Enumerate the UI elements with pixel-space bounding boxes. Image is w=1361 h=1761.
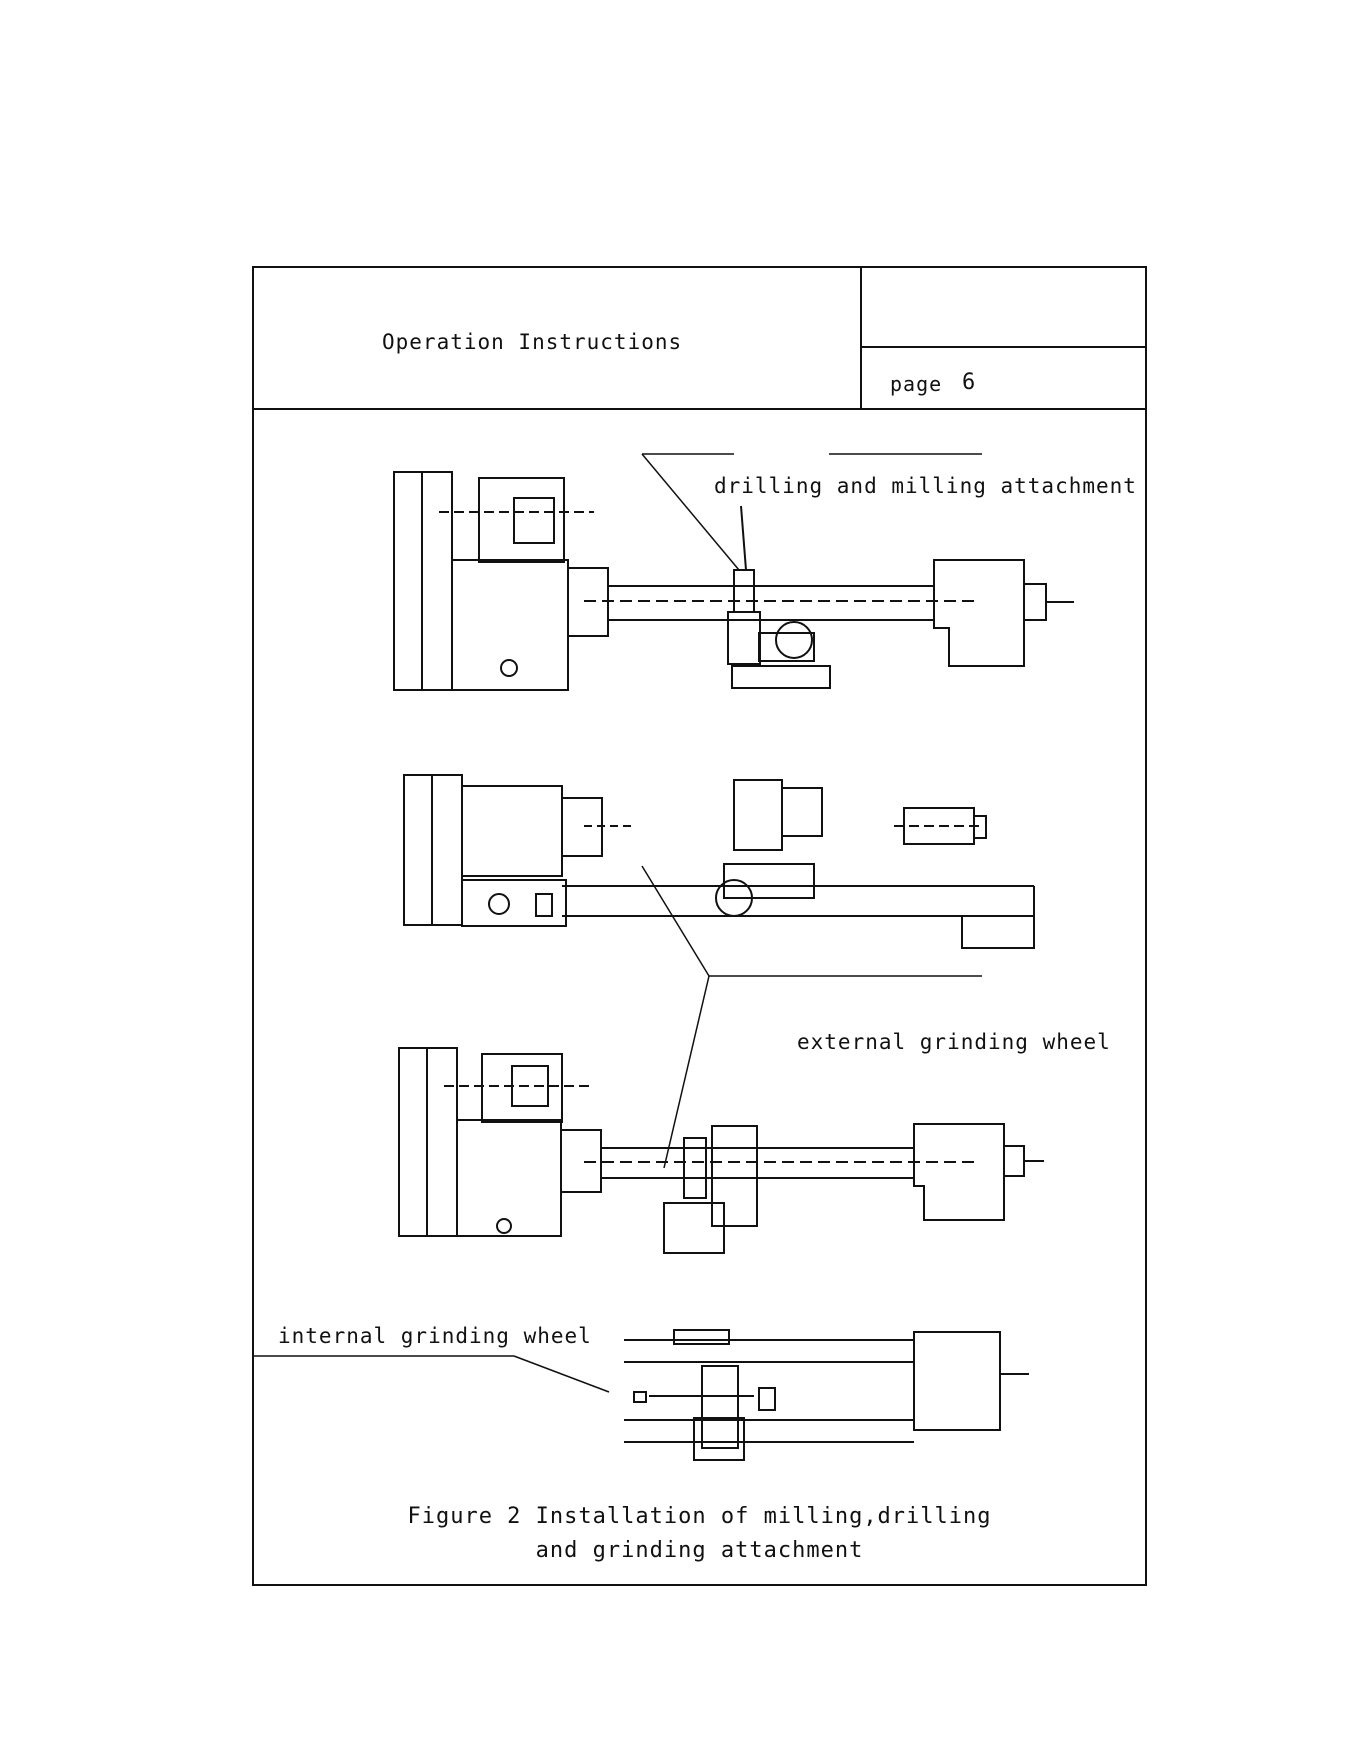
drilling-milling-label: drilling and milling attachment	[714, 474, 1137, 498]
manual-page-frame: Operation Instructions page 6	[252, 266, 1147, 1586]
lathe-drawing-drilling-milling	[394, 472, 1074, 690]
internal-grinding-label: internal grinding wheel	[278, 1324, 592, 1348]
figure-caption-line-2: and grinding attachment	[254, 1538, 1145, 1563]
lathe-drawing-external-grinding-front	[404, 775, 1034, 948]
figure-caption-line-1: Figure 2 Installation of milling,drillin…	[254, 1504, 1145, 1529]
lathe-drawing-internal-grinding	[624, 1330, 1029, 1460]
external-grinding-label: external grinding wheel	[797, 1030, 1111, 1054]
lathe-attachment-diagram	[254, 268, 1149, 1588]
lathe-drawing-external-grinding-top	[399, 1048, 1044, 1253]
